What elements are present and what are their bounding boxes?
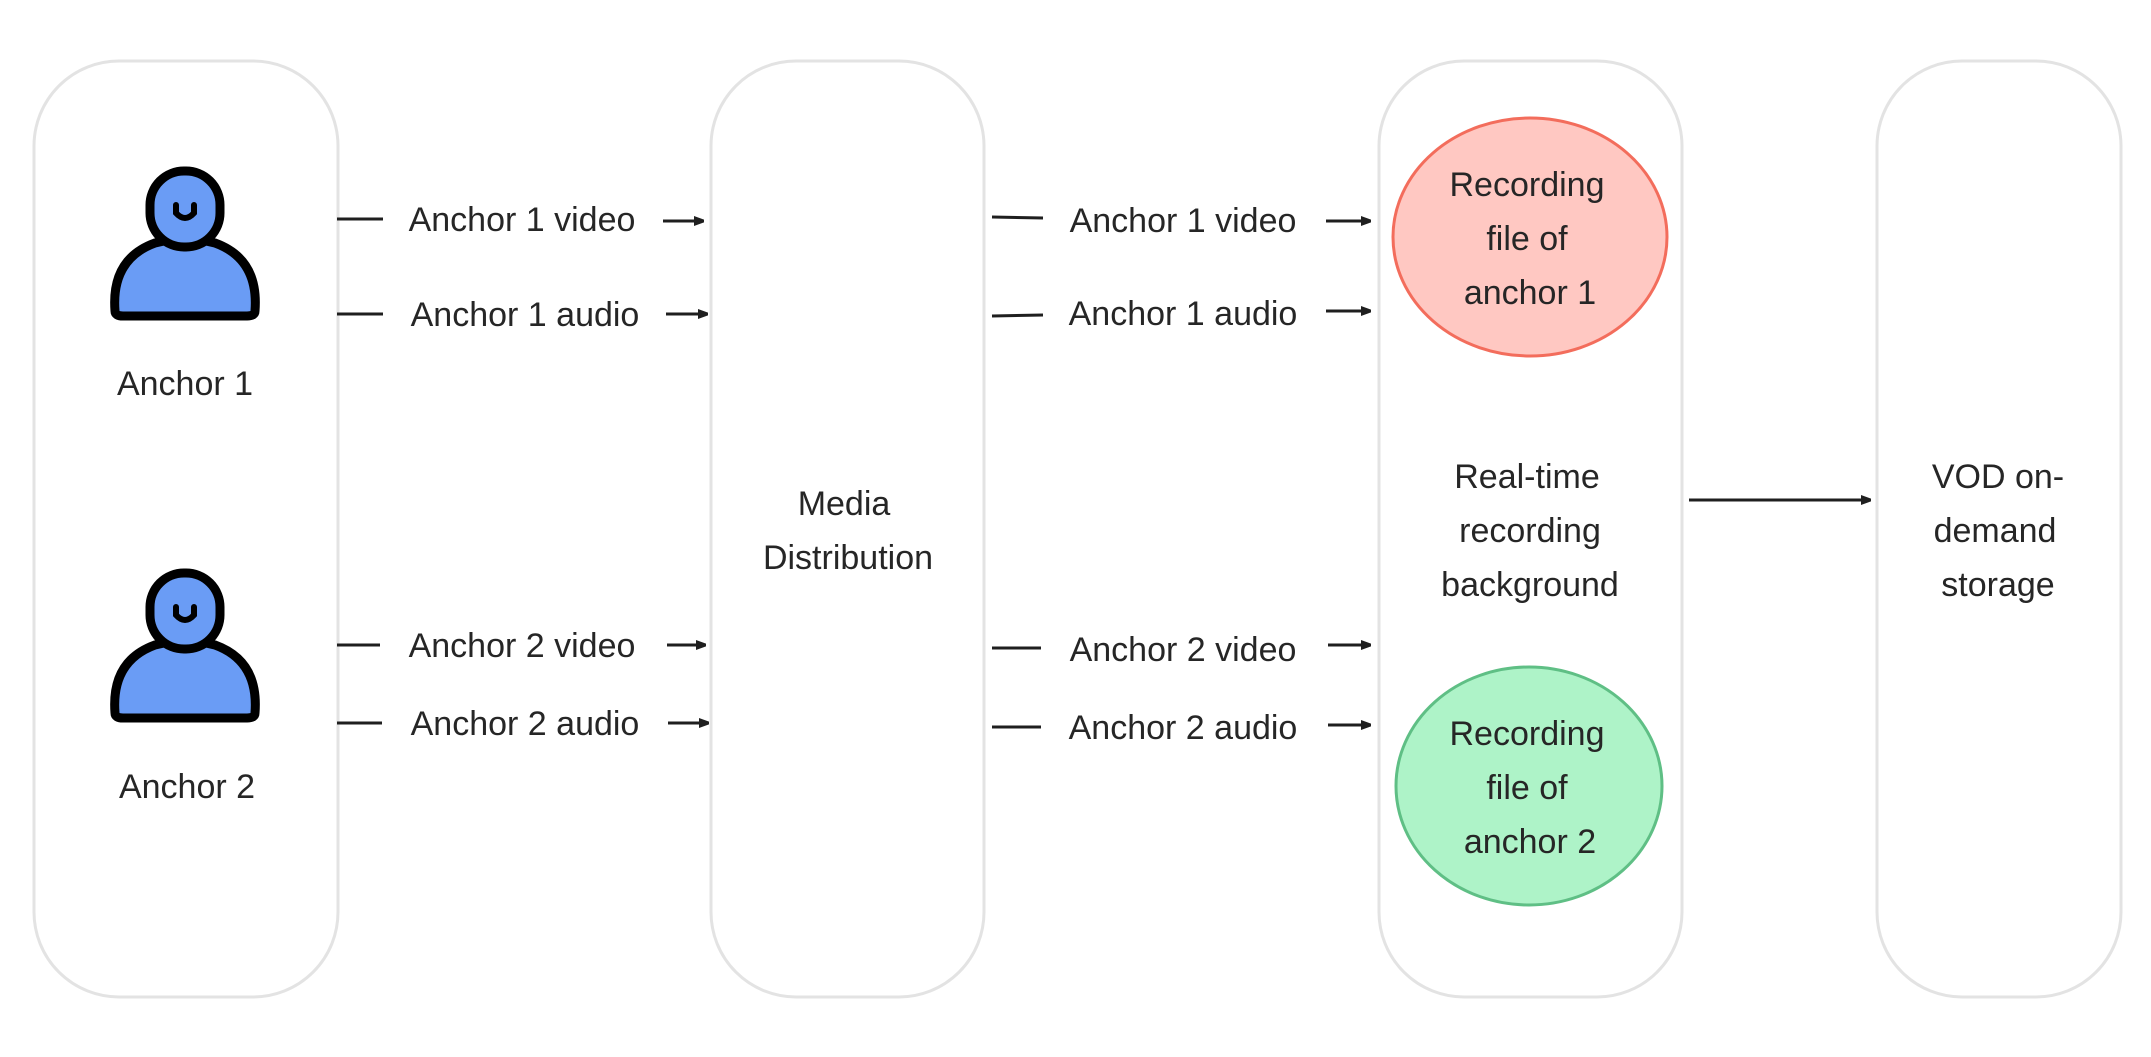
recording-file-anchor-2: Recording file of anchor 2 — [1394, 665, 1664, 907]
stream-in-anchor2-audio: Anchor 2 audio — [337, 705, 708, 743]
svg-text:Anchor 1 video: Anchor 1 video — [1070, 202, 1297, 240]
recording-background-line-1: Real-time — [1454, 458, 1599, 496]
person-icon — [110, 568, 260, 723]
media-distribution-box — [709, 59, 986, 999]
stream-out-anchor2-video: Anchor 2 video — [992, 631, 1370, 669]
anchor-2-label: Anchor 2 — [119, 768, 255, 806]
svg-text:Anchor 2 video: Anchor 2 video — [1070, 631, 1297, 669]
anchors-column — [32, 59, 340, 999]
stream-out-anchor1-video: Anchor 1 video — [991, 202, 1370, 240]
svg-text:file of: file of — [1486, 220, 1568, 258]
anchor-1-label: Anchor 1 — [117, 365, 253, 403]
stream-in-anchor2-video: Anchor 2 video — [337, 627, 705, 665]
svg-text:Anchor 1 audio: Anchor 1 audio — [1069, 295, 1298, 333]
media-distribution-line-2: Distribution — [763, 539, 933, 577]
svg-text:Anchor 1 video: Anchor 1 video — [409, 201, 636, 239]
media-distribution-line-1: Media — [798, 485, 891, 523]
stream-in-anchor1-video: Anchor 1 video — [337, 201, 703, 239]
person-icon — [110, 166, 260, 321]
svg-text:Anchor 2 video: Anchor 2 video — [409, 627, 636, 665]
vod-line-2: demand — [1934, 512, 2057, 550]
svg-text:Recording: Recording — [1450, 166, 1605, 204]
recording-background-line-3: background — [1441, 566, 1619, 604]
svg-text:Recording: Recording — [1450, 715, 1605, 753]
svg-text:anchor 2: anchor 2 — [1464, 823, 1596, 861]
svg-text:Anchor 1 audio: Anchor 1 audio — [411, 296, 640, 334]
svg-text:file of: file of — [1486, 769, 1568, 807]
stream-out-anchor2-audio: Anchor 2 audio — [992, 709, 1370, 747]
stream-out-anchor1-audio: Anchor 1 audio — [991, 295, 1370, 333]
vod-line-3: storage — [1941, 566, 2054, 604]
recording-background-line-2: recording — [1459, 512, 1601, 550]
stream-in-anchor1-audio: Anchor 1 audio — [337, 296, 707, 334]
vod-storage-box — [1875, 59, 2123, 999]
svg-text:Anchor 2 audio: Anchor 2 audio — [1069, 709, 1298, 747]
recording-file-anchor-1: Recording file of anchor 1 — [1391, 116, 1669, 358]
svg-text:anchor 1: anchor 1 — [1464, 274, 1596, 312]
svg-text:Anchor 2 audio: Anchor 2 audio — [411, 705, 640, 743]
vod-line-1: VOD on- — [1932, 458, 2064, 496]
